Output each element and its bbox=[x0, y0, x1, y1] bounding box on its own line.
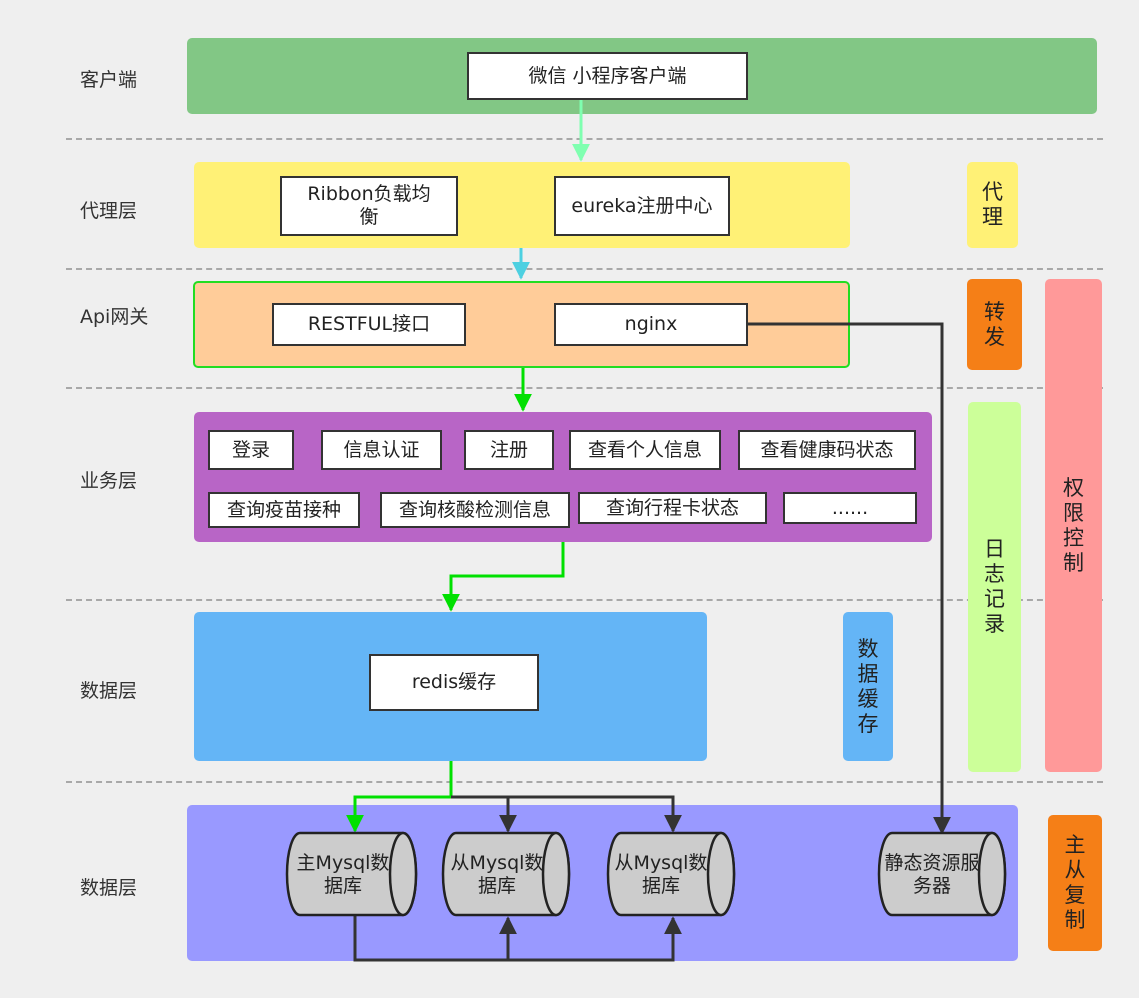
separator bbox=[66, 387, 1103, 389]
layer-label-data-db: 数据层 bbox=[80, 877, 138, 899]
static-server-label: 静态资源服务器 bbox=[884, 852, 980, 897]
arrow-business-to-redis bbox=[442, 542, 565, 612]
business-item-itinerary: 查询行程卡状态 bbox=[578, 492, 767, 524]
auth-side-box: 权限控制 bbox=[1045, 279, 1102, 772]
nginx-box: nginx bbox=[554, 303, 748, 346]
restful-box: RESTFUL接口 bbox=[272, 303, 466, 346]
master-db-label: 主Mysql数据库 bbox=[296, 852, 390, 897]
separator bbox=[66, 781, 1103, 783]
slave-db2-cylinder bbox=[606, 831, 736, 917]
slave-db2-label: 从Mysql数据库 bbox=[614, 852, 708, 897]
arrow-nginx-to-static bbox=[748, 322, 951, 835]
arrow-replication-slave1 bbox=[353, 915, 517, 962]
replication-side-box: 主从复制 bbox=[1048, 815, 1102, 951]
business-item-vaccine: 查询疫苗接种 bbox=[208, 492, 360, 528]
cache-side-label: 数据缓存 bbox=[857, 636, 879, 736]
layer-label-gateway: Api网关 bbox=[80, 306, 149, 328]
master-db-cylinder bbox=[285, 831, 418, 917]
slave-db1-cylinder bbox=[441, 831, 571, 917]
proxy-side-label: 代理 bbox=[982, 180, 1003, 229]
layer-label-client: 客户端 bbox=[80, 69, 138, 91]
business-item-health-code: 查看健康码状态 bbox=[738, 430, 916, 470]
separator bbox=[66, 138, 1103, 140]
arrow-redis-to-slave1 bbox=[451, 795, 517, 833]
layer-label-proxy: 代理层 bbox=[80, 200, 138, 222]
business-item-verify: 信息认证 bbox=[321, 430, 442, 470]
cache-side-box: 数据缓存 bbox=[843, 612, 893, 761]
arrow-redis-to-master bbox=[346, 761, 453, 833]
separator bbox=[66, 268, 1103, 270]
separator bbox=[66, 599, 1103, 601]
redis-box: redis缓存 bbox=[369, 654, 539, 711]
ribbon-box: Ribbon负载均衡 bbox=[280, 176, 458, 236]
log-side-label: 日志记录 bbox=[984, 537, 1005, 636]
proxy-side-box: 代理 bbox=[967, 162, 1018, 248]
business-item-register: 注册 bbox=[464, 430, 554, 470]
business-item-login: 登录 bbox=[208, 430, 294, 470]
eureka-box: eureka注册中心 bbox=[554, 176, 730, 236]
business-item-nucleic: 查询核酸检测信息 bbox=[380, 492, 570, 528]
wechat-client-box: 微信 小程序客户端 bbox=[467, 52, 748, 100]
business-item-profile: 查看个人信息 bbox=[569, 430, 721, 470]
log-side-box: 日志记录 bbox=[968, 402, 1021, 772]
arrow-redis-to-slave2 bbox=[508, 795, 682, 833]
arrow-replication-slave2 bbox=[508, 916, 682, 962]
forward-side-label: 转发 bbox=[984, 299, 1005, 349]
slave-db1-label: 从Mysql数据库 bbox=[450, 852, 544, 897]
auth-side-label: 权限控制 bbox=[1063, 475, 1084, 575]
forward-side-box: 转发 bbox=[967, 279, 1022, 370]
static-server-cylinder bbox=[877, 831, 1007, 917]
replication-side-label: 主从复制 bbox=[1064, 833, 1086, 932]
layer-label-business: 业务层 bbox=[80, 470, 138, 492]
business-item-more: ...... bbox=[783, 492, 917, 524]
layer-label-data-cache: 数据层 bbox=[80, 680, 138, 702]
